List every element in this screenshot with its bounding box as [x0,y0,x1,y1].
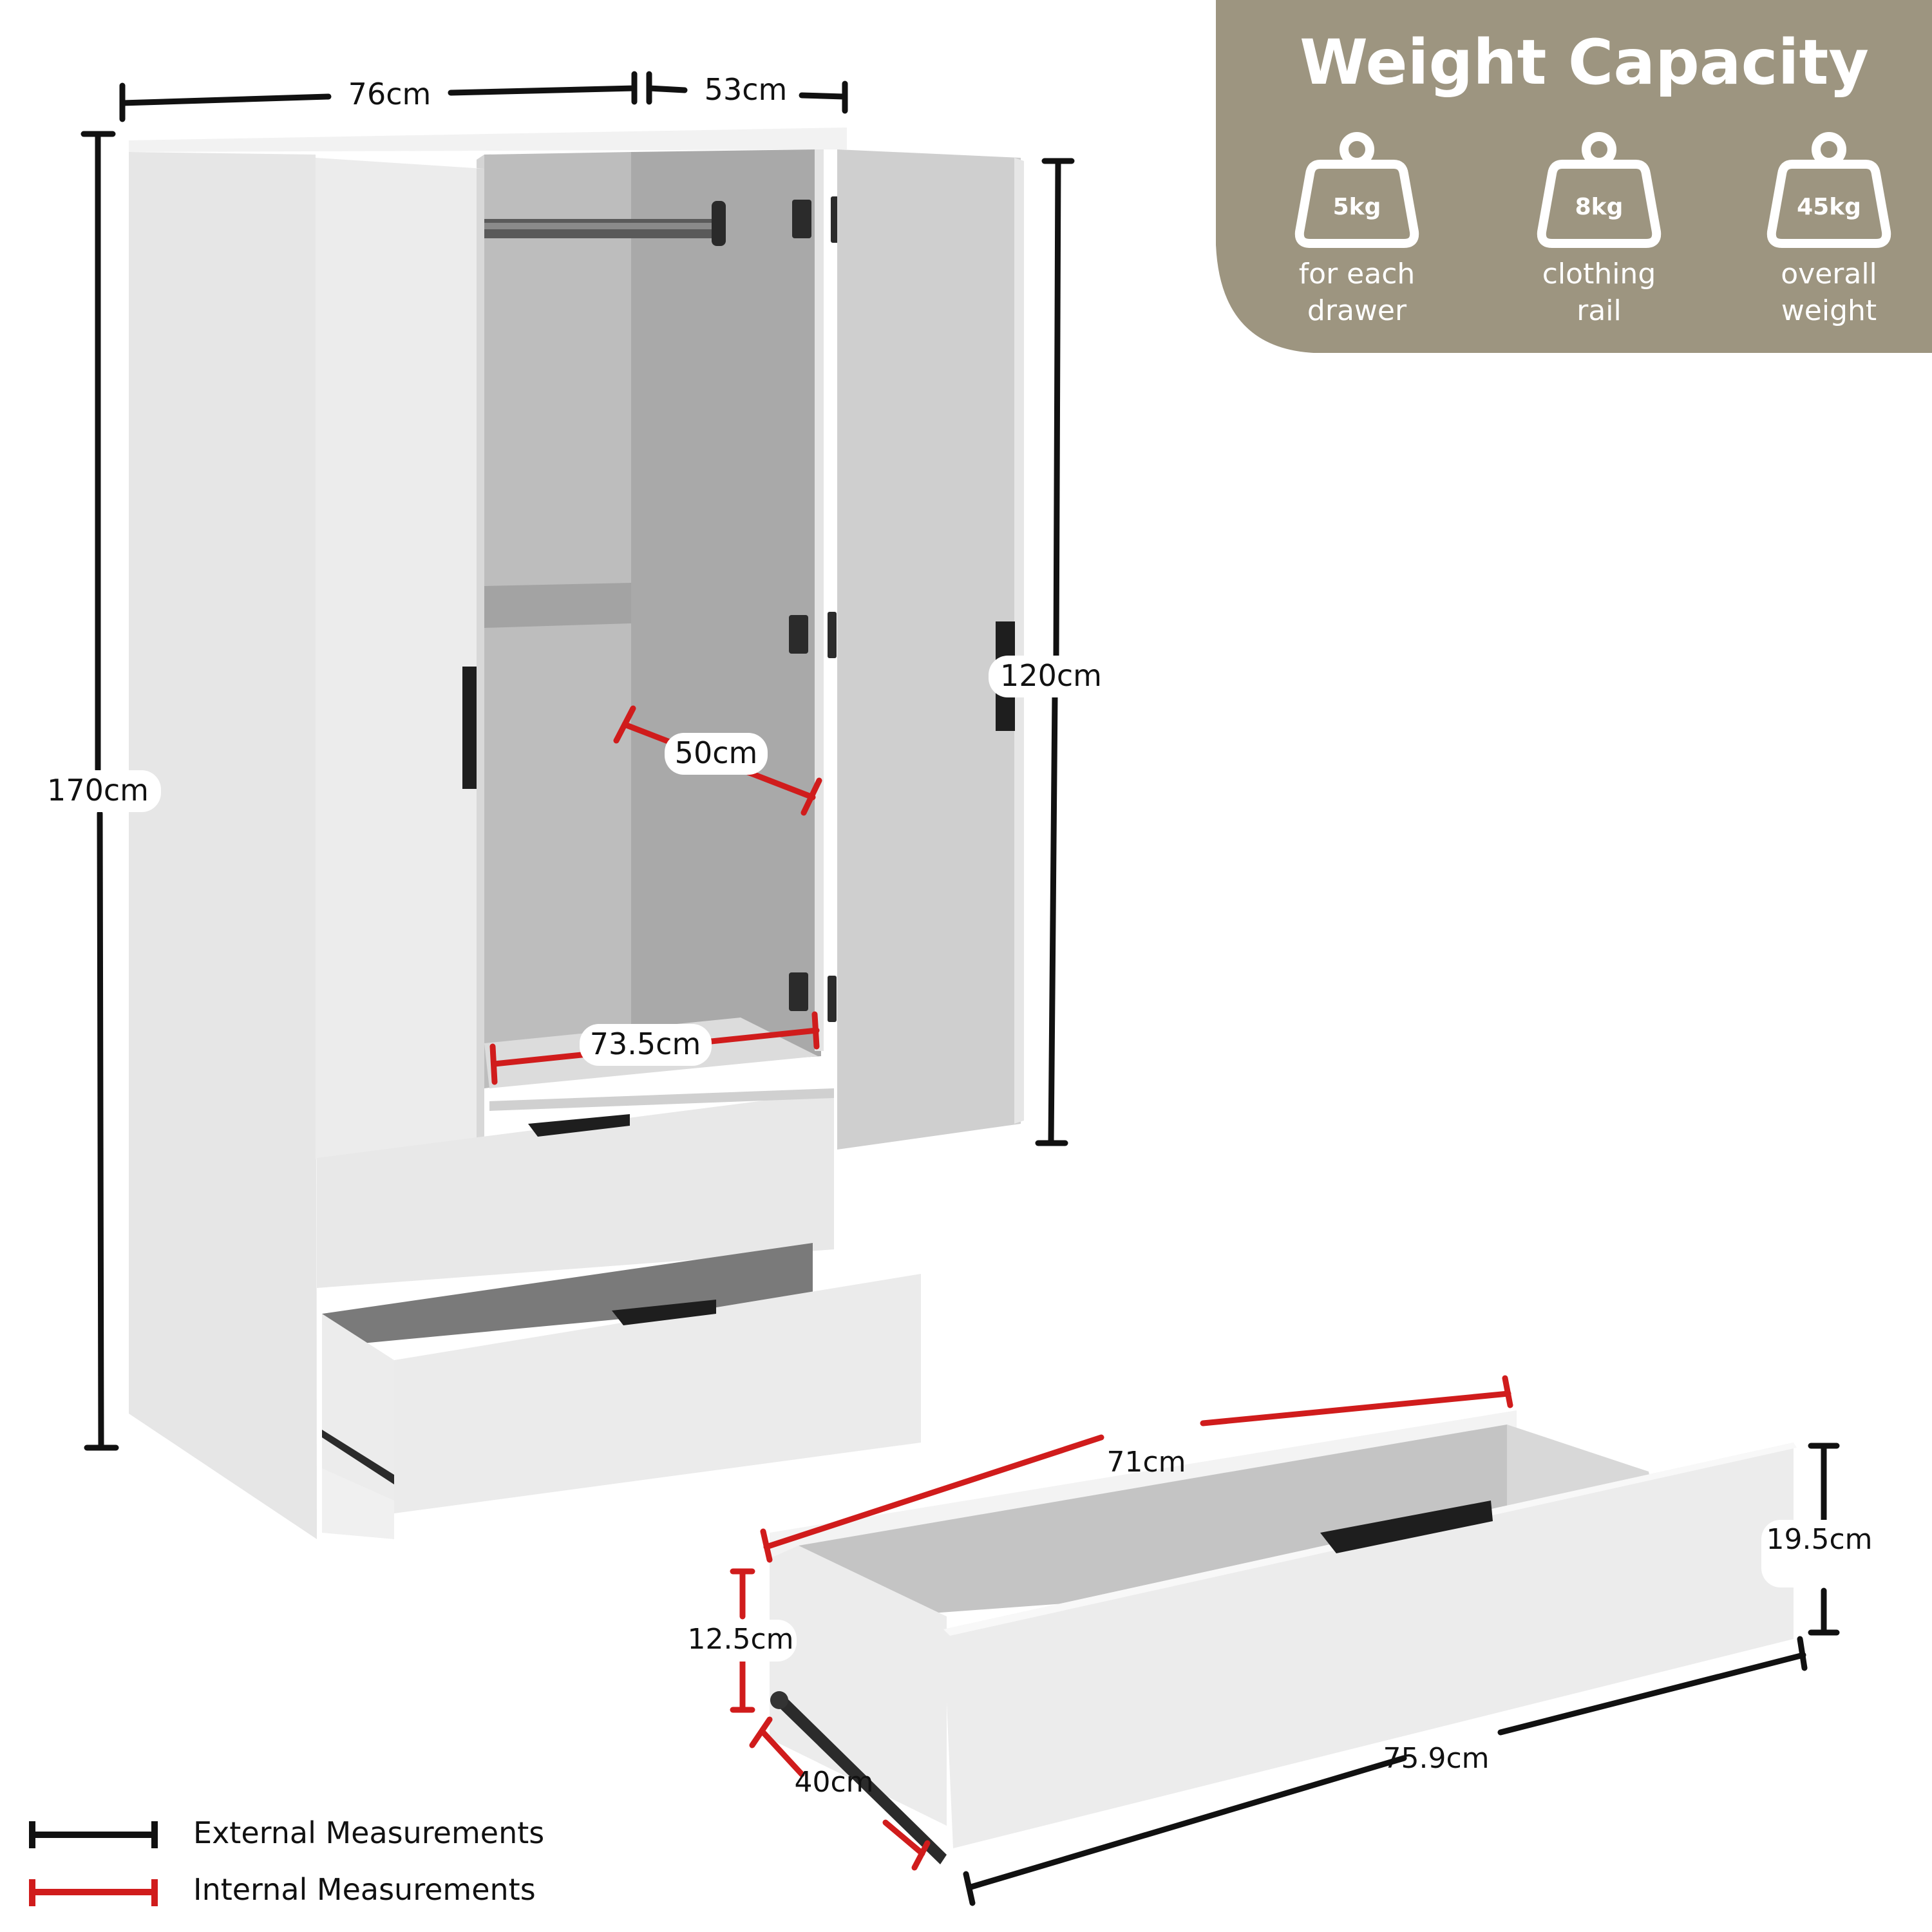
door-handle [462,667,477,789]
external-dimension-lines [80,71,1075,1451]
internal-width-label: 73.5cm [590,1027,701,1061]
left-door [316,158,484,1220]
drawer-handle [1320,1501,1493,1553]
weight-caption-line1: overall [1781,258,1877,290]
weight-capacity-panel: Weight Capacity 5kg for each drawer 8kg … [1216,0,1932,353]
wardrobe-depth-label: 53cm [705,72,788,107]
drawer-external-height-label: 19.5cm [1766,1523,1872,1556]
weight-caption-line1: for each [1299,258,1416,290]
drawer-internal-depth-label: 40cm [794,1766,873,1799]
internal-depth-label: 50cm [675,735,758,770]
drawer-front [943,1443,1794,1848]
drawer-illustration [770,1410,1797,1864]
top-drawer [317,1092,834,1288]
legend-external-label: External Measurements [193,1815,544,1850]
right-door [837,149,1021,1150]
drawer-dimension-labels: 71cm 12.5cm 19.5cm 40cm 75.9cm [684,1446,1877,1799]
drawer-internal-lines [730,1375,1513,1871]
weight-value: 45kg [1797,194,1861,220]
legend-external-icon [29,1821,158,1848]
measurement-legend: External Measurements Internal Measureme… [29,1815,544,1907]
external-dimension-labels: 76cm 53cm 170cm 120cm [42,72,1111,812]
weight-item-overall: 45kg overall weight [1766,132,1891,327]
weight-caption-line2: rail [1577,294,1622,327]
weight-item-rail: 8kg clothing rail [1537,132,1662,327]
weight-value: 5kg [1333,194,1381,220]
drawer-internal-length-label: 71cm [1106,1446,1186,1479]
drawer-external-length-label: 75.9cm [1383,1742,1489,1775]
drawer-internal-height-label: 12.5cm [687,1623,793,1656]
door-height-label: 120cm [1000,658,1102,693]
drawer-external-lines [963,1443,1840,1906]
internal-dimension-labels: 50cm 73.5cm [580,733,768,1066]
wardrobe-height-label: 170cm [47,773,149,808]
legend-internal-icon [29,1879,158,1906]
bottom-drawer [394,1274,921,1513]
weight-caption-line2: weight [1781,294,1877,327]
weight-caption-line1: clothing [1542,258,1656,290]
weight-caption-line2: drawer [1307,294,1407,327]
weight-value: 8kg [1575,194,1624,220]
weight-item-drawer: 5kg for each drawer [1294,132,1419,327]
weight-capacity-title: Weight Capacity [1300,26,1869,99]
legend-internal-label: Internal Measurements [193,1872,536,1907]
weight-icon [1294,132,1419,248]
wardrobe-illustration [129,128,1024,1539]
drawer-runner [772,1694,947,1864]
weight-icon [1537,132,1662,248]
wardrobe-width-label: 76cm [348,77,431,111]
weight-icon [1766,132,1891,248]
